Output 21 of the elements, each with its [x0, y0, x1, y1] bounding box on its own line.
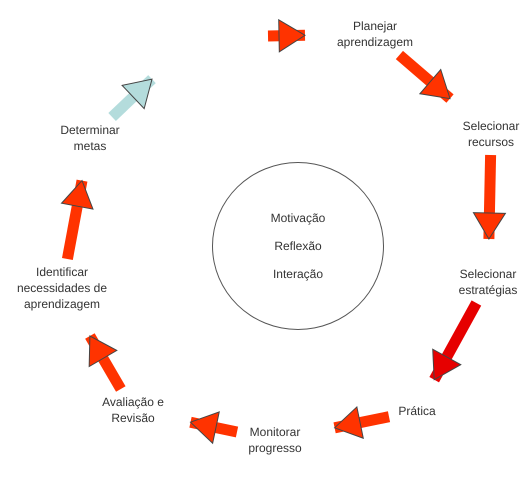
- circle-label: Interação: [272, 266, 324, 282]
- step-label: Prática: [398, 403, 436, 419]
- arrow: [429, 300, 482, 382]
- step-label: Selecionar estratégias: [458, 266, 518, 298]
- arrow: [396, 50, 454, 103]
- arrow: [85, 333, 126, 392]
- arrow: [189, 411, 238, 444]
- center-circle: [212, 162, 384, 330]
- circle-label: Motivação: [270, 210, 326, 226]
- arrow: [268, 19, 306, 52]
- step-label: Determinar metas: [59, 122, 121, 154]
- step-label: Identificar necessidades de aprendizagem: [16, 264, 108, 312]
- arrow: [108, 75, 156, 121]
- step-label: Selecionar recursos: [462, 118, 520, 150]
- step-label: Avaliação e Revisão: [101, 394, 165, 426]
- circle-label: Reflexão: [274, 238, 322, 254]
- arrow: [472, 154, 506, 240]
- step-label: Monitorar progresso: [247, 424, 303, 456]
- step-label: Planejar aprendizagem: [336, 18, 414, 50]
- arrow: [334, 406, 390, 439]
- arrow: [61, 180, 94, 260]
